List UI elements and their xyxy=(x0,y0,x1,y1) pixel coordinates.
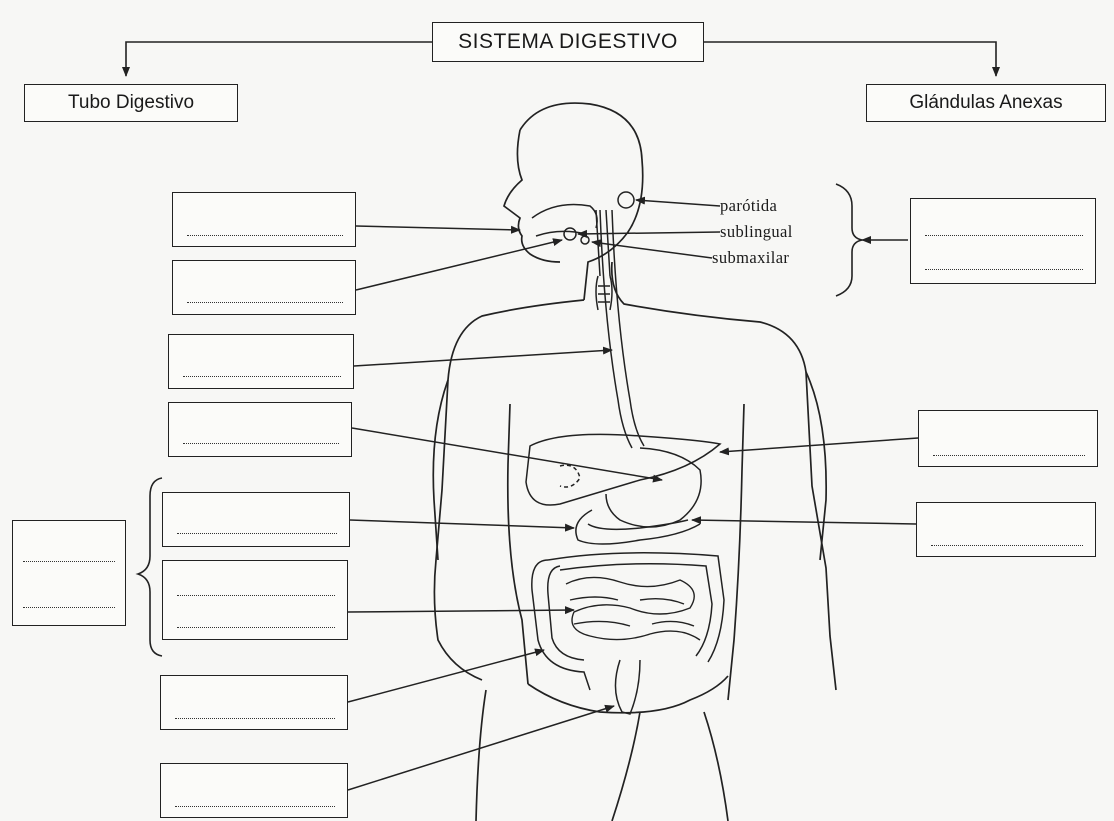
large-intestine xyxy=(532,553,724,714)
body-outline xyxy=(433,103,836,821)
liver-and-stomach xyxy=(526,434,720,527)
right-brace xyxy=(836,184,862,296)
mouth-and-pharynx xyxy=(532,192,634,310)
duodenum-pancreas xyxy=(576,510,700,544)
left-brace xyxy=(138,478,162,656)
small-intestine xyxy=(566,577,700,640)
title-connectors xyxy=(126,42,996,76)
